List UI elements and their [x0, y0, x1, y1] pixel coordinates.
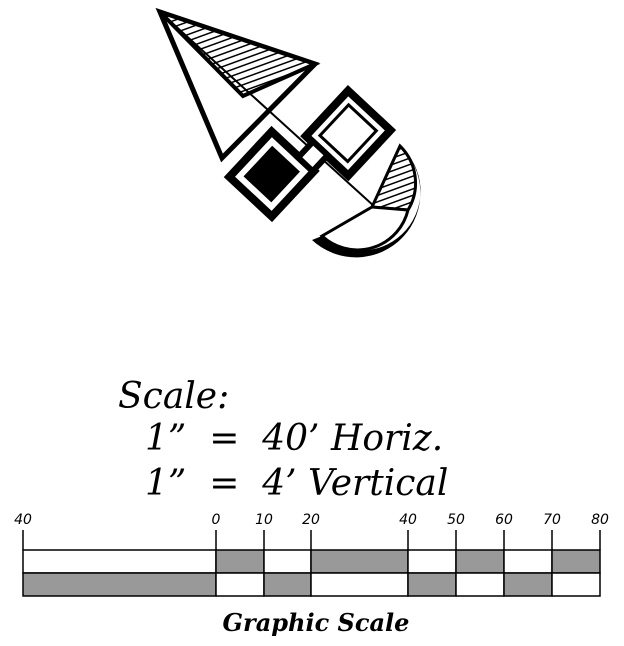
scale-segment-bottom [22, 572, 217, 597]
scale-segment-top [22, 549, 217, 574]
scale-title: Scale: [118, 376, 229, 417]
arrow-tail-hatch [369, 143, 418, 212]
scale-segment-top [551, 549, 601, 574]
scale-segment-top [310, 549, 409, 574]
scale-tick-label: 40 [399, 512, 417, 528]
scale-segment-bottom [407, 572, 457, 597]
scale-tick-label: 80 [591, 512, 609, 528]
north-letter-n [223, 85, 397, 223]
scale-segment-bottom [263, 572, 312, 597]
scale-segment-bottom [455, 572, 505, 597]
graphic-scale-bar [22, 549, 601, 597]
scale-tick-label: 50 [447, 512, 465, 528]
scale-segment-top [503, 549, 553, 574]
scale-tick-label: 0 [212, 512, 221, 528]
arrow-tail-body [319, 205, 410, 252]
scale-segment-top [215, 549, 265, 574]
north-arrow-icon [155, 7, 421, 258]
scale-segment-bottom [551, 572, 601, 597]
scale-segment-top [263, 549, 312, 574]
scale-vertical: 1” = 4’ Vertical [145, 463, 448, 504]
arrow-center-line [159, 11, 376, 208]
arrow-head-hatch [158, 10, 321, 99]
scale-tick-label: 70 [543, 512, 561, 528]
graphic-scale-ticks: 40 0 10 20 40 50 60 70 80 [14, 512, 609, 550]
scale-tick-label: 20 [302, 512, 320, 528]
scale-tick-label: 60 [495, 512, 513, 528]
scale-tick-label: 40 [14, 512, 32, 528]
scale-tick-label: 10 [255, 512, 273, 528]
scale-segment-bottom [310, 572, 409, 597]
scale-segment-bottom [503, 572, 553, 597]
scale-horizontal: 1” = 40’ Horiz. [145, 418, 443, 459]
scale-segment-top [455, 549, 505, 574]
graphic-scale-caption: Graphic Scale [223, 608, 410, 637]
scale-segment-bottom [215, 572, 265, 597]
scale-segment-top [407, 549, 457, 574]
